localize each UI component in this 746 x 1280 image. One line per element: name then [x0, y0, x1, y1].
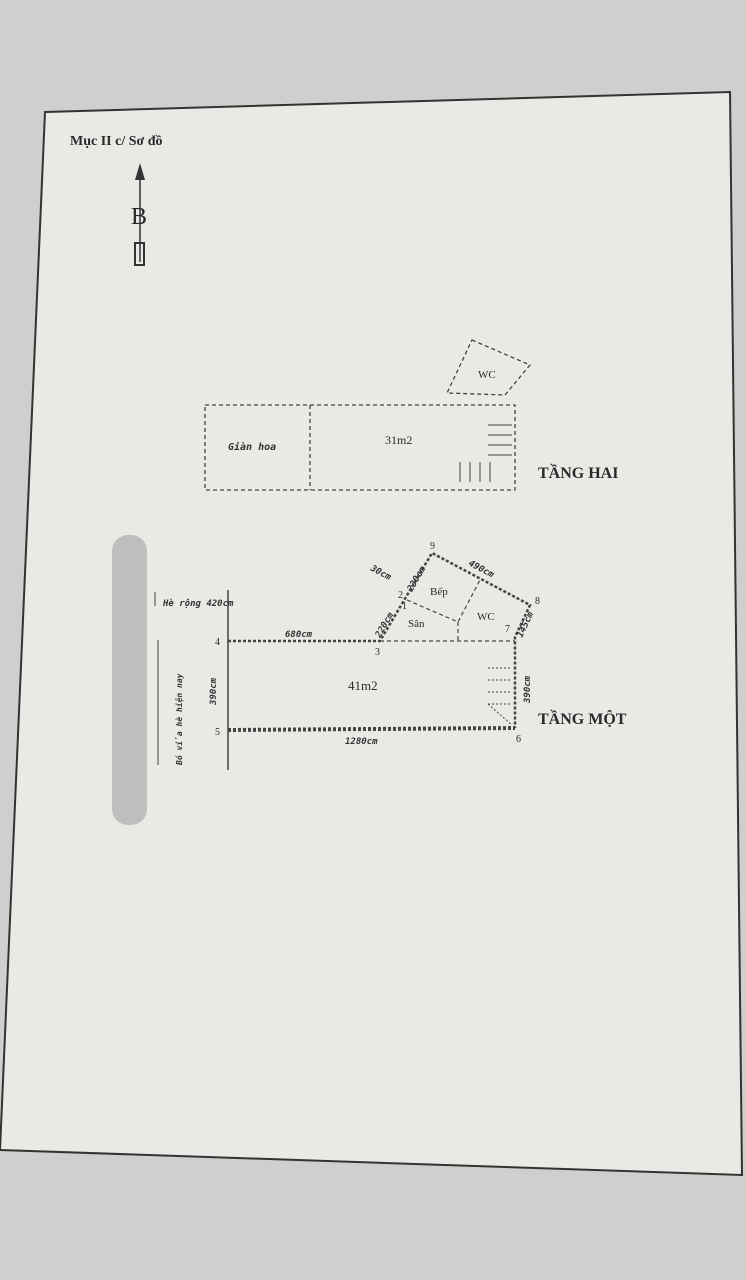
point-9: 9 [430, 541, 435, 552]
dim-1280: 1280cm [345, 737, 378, 747]
upper-floor-plan [204, 339, 532, 491]
point-6: 6 [516, 734, 521, 745]
section-title: Mục II c/ Sơ đồ [70, 134, 163, 149]
point-4: 4 [215, 637, 220, 648]
north-label: B [131, 204, 147, 230]
point-7: 7 [505, 624, 510, 635]
paper-sheet [0, 90, 744, 1177]
blurred-stamp [112, 535, 147, 825]
ground-floor-title: TẦNG MỘT [538, 709, 627, 728]
room-label-wc-ground: WC [477, 611, 495, 623]
ground-floor-plan [154, 551, 532, 770]
room-label-41m2: 41m2 [348, 678, 378, 693]
point-8: 8 [535, 596, 540, 607]
point-3: 3 [375, 647, 380, 658]
north-arrow-icon: B [131, 163, 147, 266]
room-label-bep: Bếp [430, 586, 448, 598]
point-2: 2 [398, 590, 403, 601]
point-5: 5 [215, 727, 220, 738]
dim-680: 680cm [285, 630, 313, 640]
dim-390-right: 390cm [523, 675, 533, 704]
room-label-san: Sân [408, 618, 425, 630]
room-label-gian-hoa: Giàn hoa [228, 441, 276, 453]
room-label-wc-upper: WC [478, 369, 496, 381]
dim-390-left: 390cm [209, 677, 219, 706]
room-label-31m2: 31m2 [385, 433, 412, 447]
point-1: 1 [402, 601, 407, 612]
sidewalk-width-label: Hè rộng 420cm [162, 598, 234, 609]
upper-floor-title: TẦNG HAI [538, 463, 618, 482]
sidewalk-edge-label: Bó vỉa hè hiện nay [174, 673, 184, 766]
